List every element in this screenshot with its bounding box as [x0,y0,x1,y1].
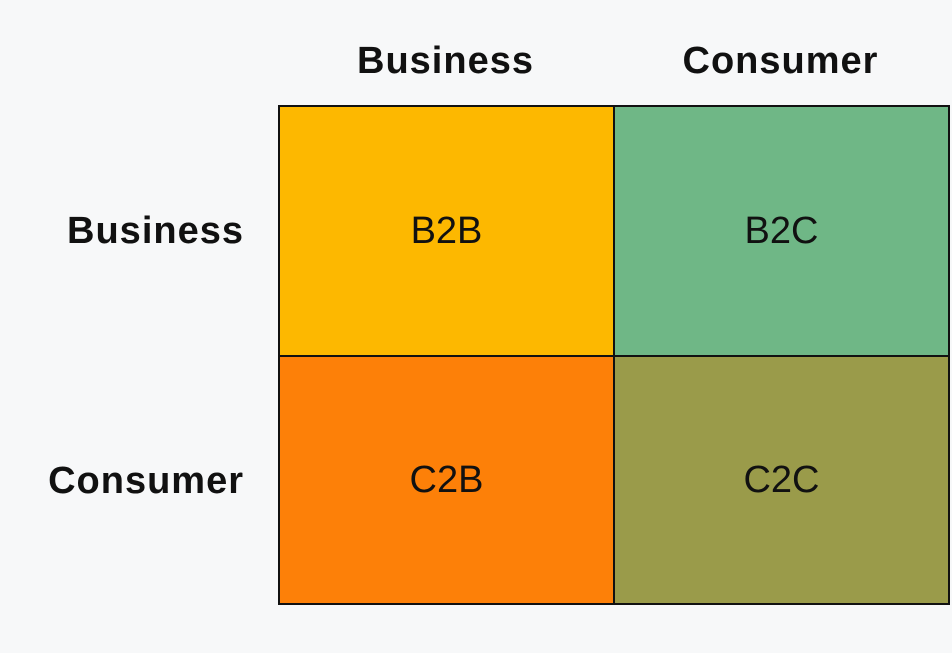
row-header-business: Business [67,210,244,252]
row-header-consumer: Consumer [48,460,244,502]
column-header-business: Business [357,40,534,82]
column-header-consumer: Consumer [682,40,879,82]
cell-b2c: B2C [615,107,948,357]
cell-c2b: C2B [280,357,615,603]
cell-c2c: C2C [615,357,948,603]
cell-b2b: B2B [280,107,615,357]
business-model-matrix: B2B B2C C2B C2C [278,105,950,605]
